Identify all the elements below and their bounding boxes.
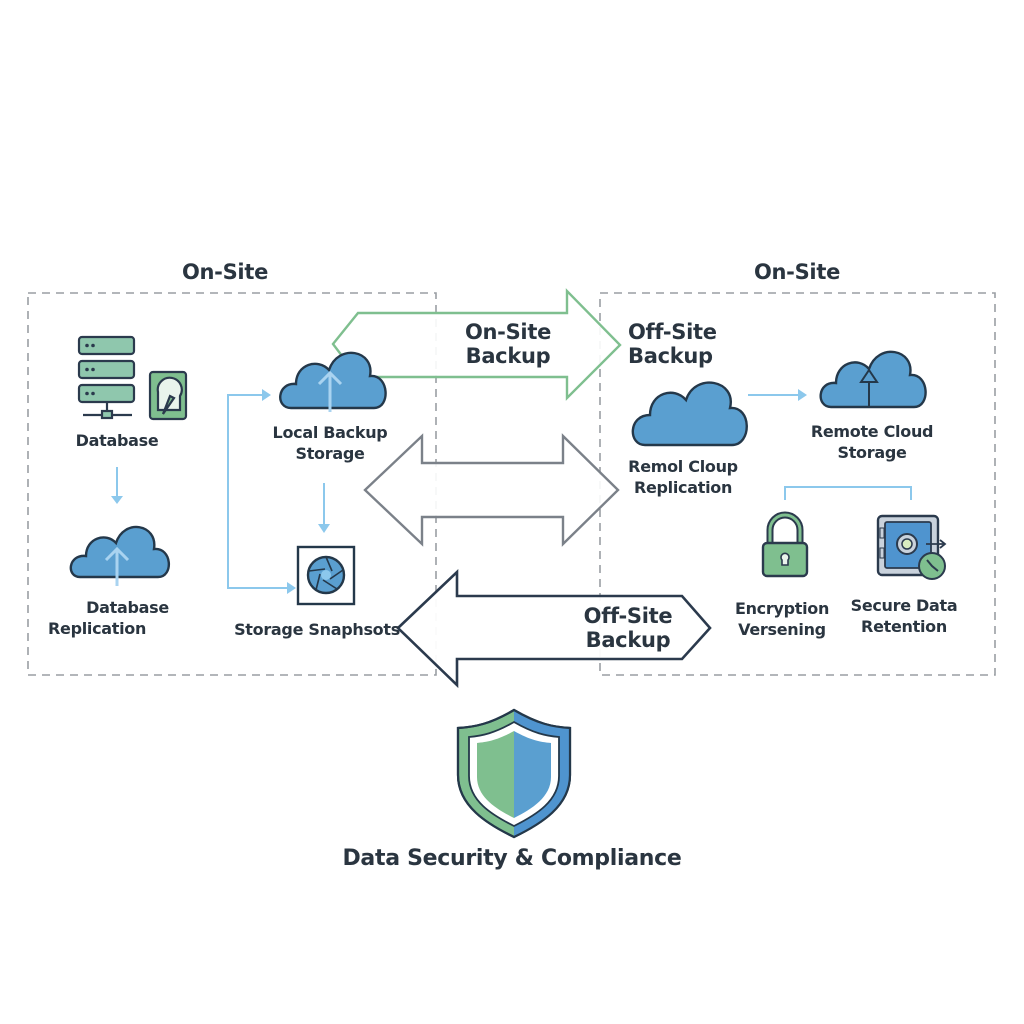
database-replication-label: Database Replication [40,597,190,639]
storage-snapshots-label: Storage Snaphsots [234,620,400,639]
offsite-backup-bottom-line-2: Backup [585,628,671,652]
padlock-icon [761,511,809,578]
hard-drive-icon [148,370,188,421]
secure-data-retention-label: Secure Data Retention [842,595,966,637]
offsite-backup-top-label: Off-Site Backup [628,320,748,368]
database-label: Database [75,431,159,450]
onsite-left-frame [27,292,437,676]
local-backup-storage-line-2: Storage [295,444,365,463]
offsite-backup-bottom-label: Off-Site Backup [568,604,688,652]
remote-cloud-replication-label: Remol Cloup Replication [613,456,753,498]
connector-replication-to-remote [748,389,807,401]
local-backup-storage-line-1: Local Backup [272,423,388,442]
connector-bracket-security [784,486,912,500]
cloud-upload-icon [69,525,171,586]
onsite-backup-arrow [331,288,622,401]
connector-database-to-replication [111,467,123,504]
shield-icon [456,708,572,839]
remote-cloud-storage-line-1: Remote Cloud [810,422,934,441]
onsite-left-title: On-Site [181,260,269,284]
remote-cloud-storage-label: Remote Cloud Storage [800,421,944,463]
remote-cloud-replication-line-1: Remol Cloup [628,457,738,476]
cloud-upload-icon [819,350,927,409]
onsite-backup-arrow-label: On-Site Backup [448,320,568,368]
camera-shutter-icon [296,545,356,606]
offsite-backup-top-line-1: Off-Site [628,320,717,344]
onsite-backup-line-2: Backup [465,344,551,368]
encryption-versioning-line-2: Versening [738,620,826,639]
secure-data-retention-line-1: Secure Data [850,596,958,615]
connector-local-to-storage-loop [227,389,296,594]
onsite-backup-line-1: On-Site [464,320,552,344]
cloud-upload-icon [279,351,387,412]
remote-cloud-replication-line-2: Replication [633,478,733,497]
offsite-backup-bottom-line-1: Off-Site [583,604,673,628]
secure-data-retention-line-2: Retention [861,617,947,636]
bidirectional-sync-arrow [363,433,620,547]
local-backup-storage-label: Local Backup Storage [260,422,400,464]
cloud-icon [631,381,748,447]
server-rack-icon [77,335,136,420]
encryption-versioning-line-1: Encryption [734,599,830,618]
footer-title: Data Security & Compliance [342,846,682,871]
remote-cloud-storage-line-2: Storage [837,443,907,462]
onsite-right-title: On-Site [753,260,841,284]
connector-local-to-snapshots [318,483,330,533]
offsite-backup-top-line-2: Backup [628,344,713,368]
safe-clock-icon [876,514,947,580]
database-replication-line-1: Database [86,598,169,617]
offsite-backup-return-arrow [396,568,712,689]
database-replication-line-2: Replication [48,619,147,638]
encryption-versioning-label: Encryption Versening [720,598,844,640]
